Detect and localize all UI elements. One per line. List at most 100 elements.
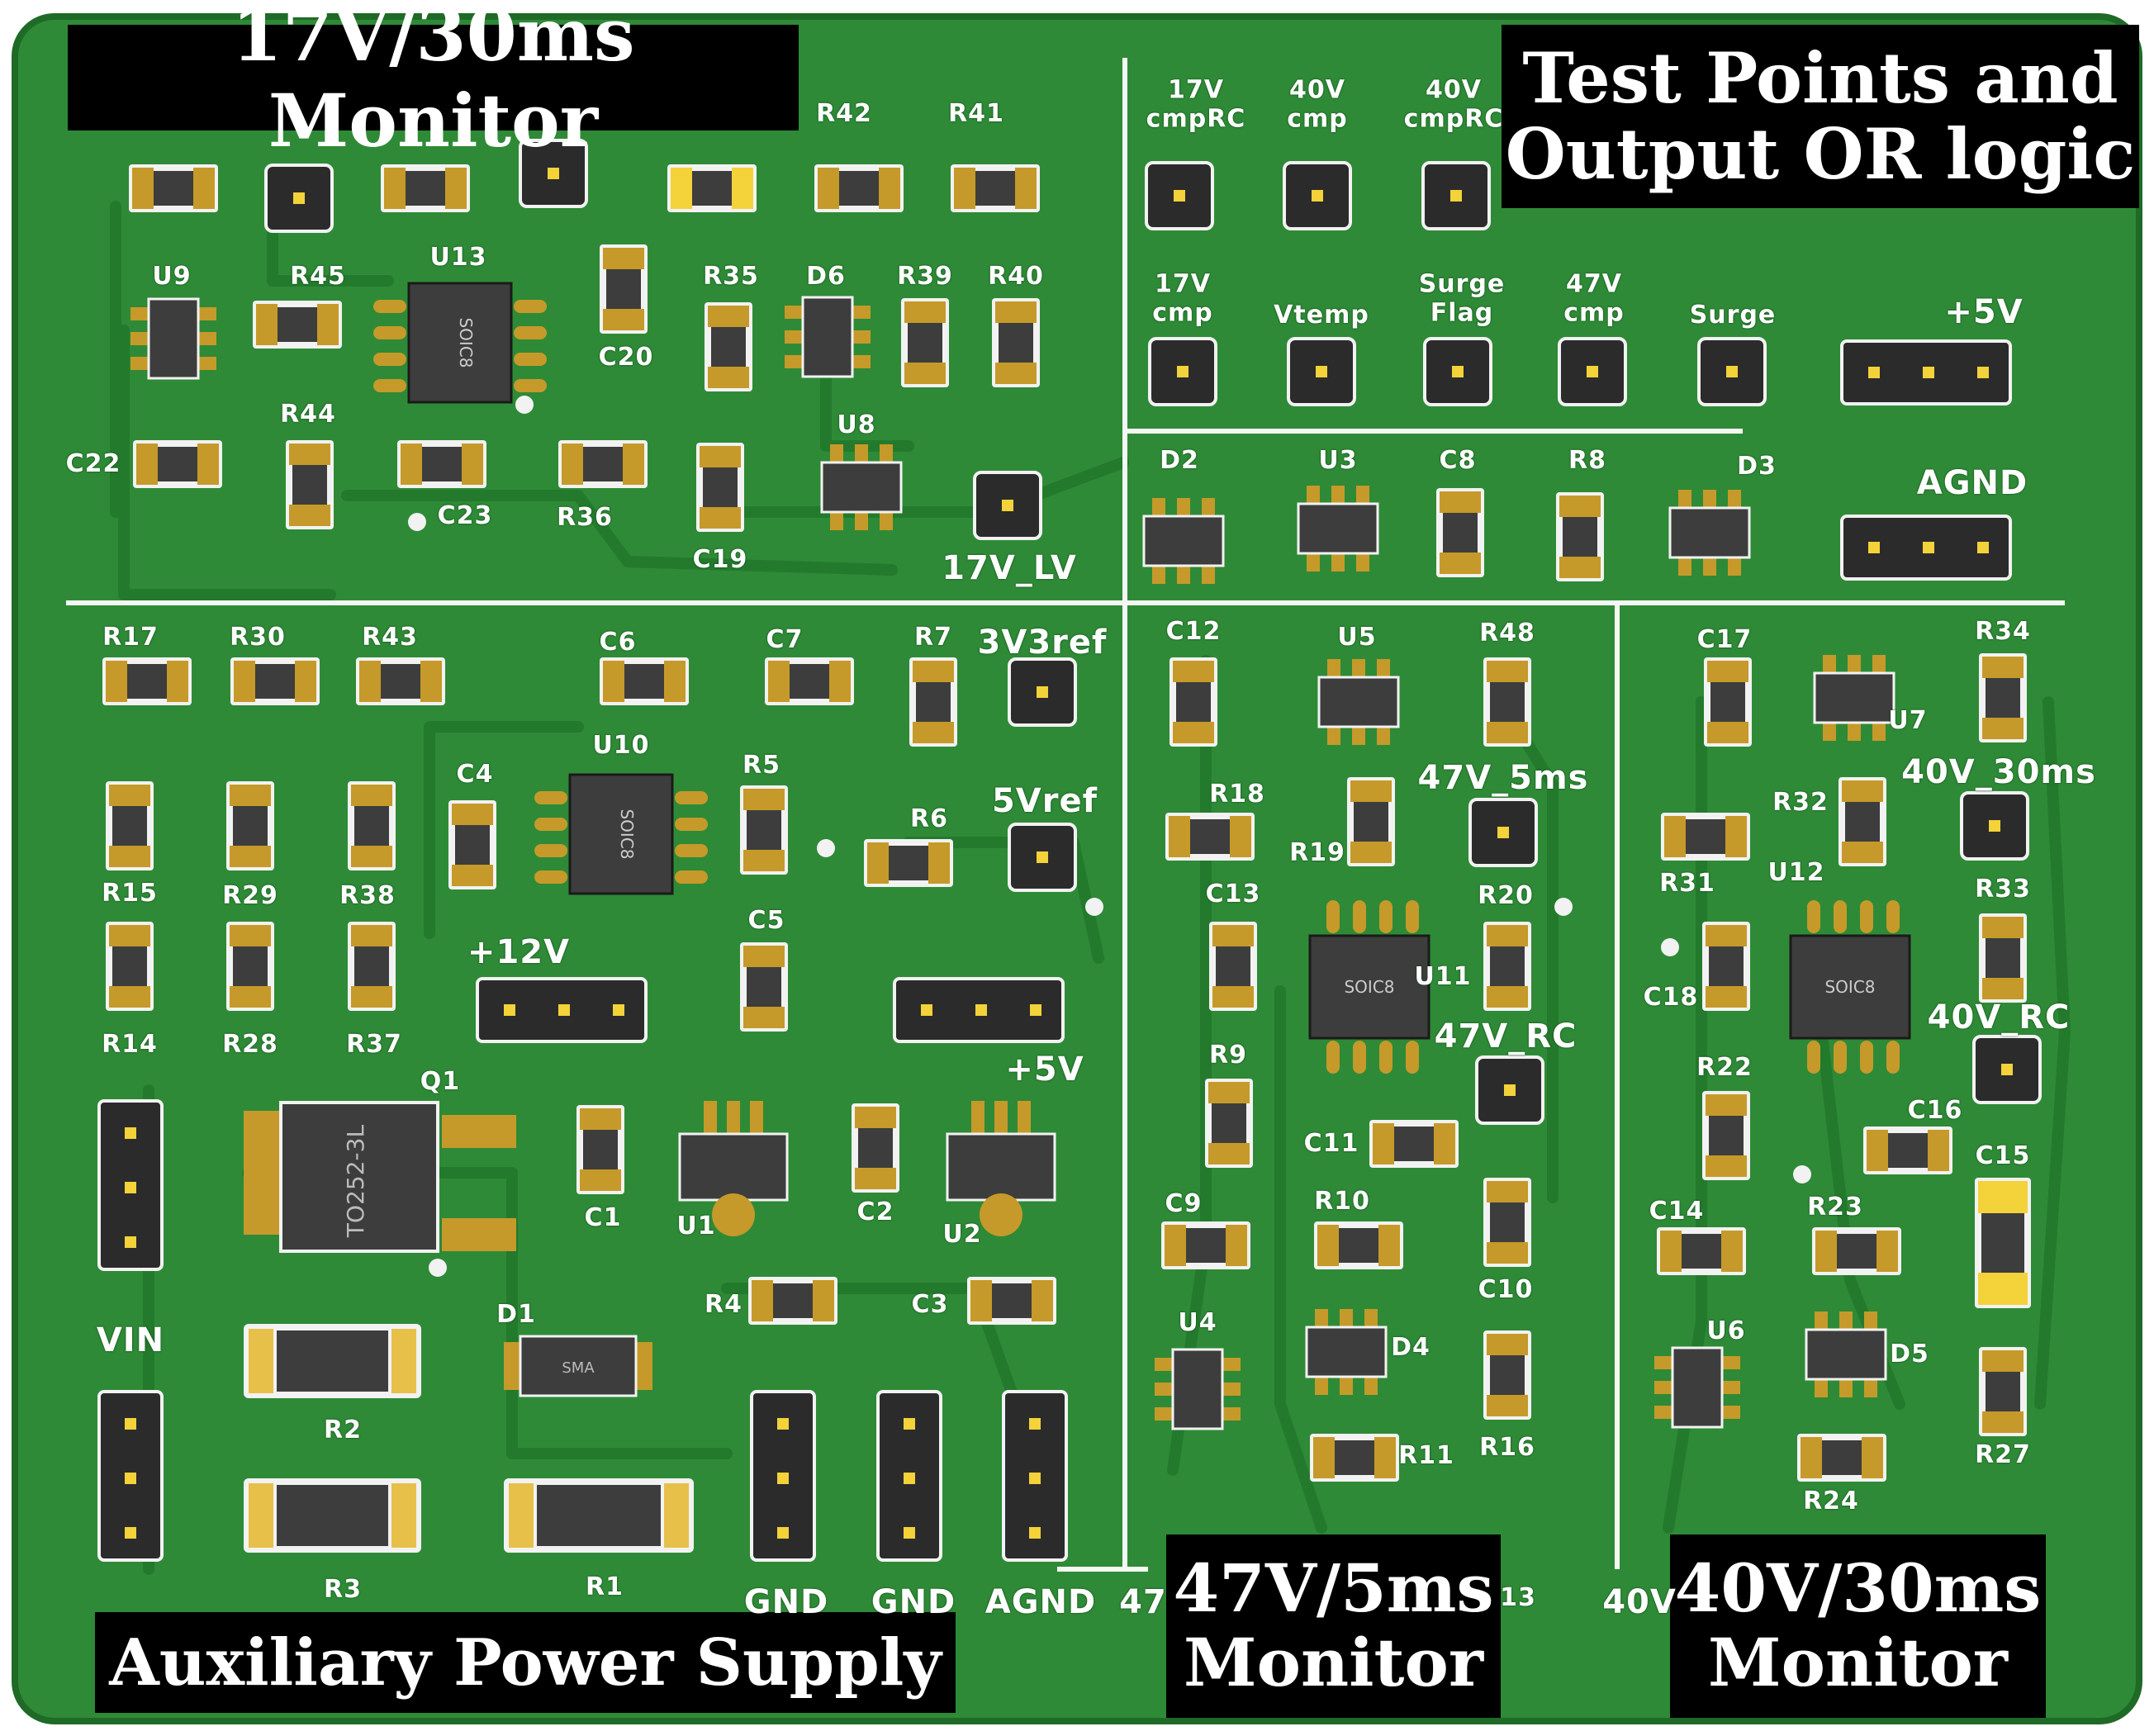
comp-c4-pad-bottom (452, 865, 493, 886)
comp-u5 (1317, 659, 1400, 745)
header-agnd-2-pin-1 (1029, 1418, 1041, 1430)
ref-r41: R41 (948, 98, 1004, 128)
comp-c-yellow-top (667, 164, 757, 212)
comp-r-top-1-pad-right (193, 168, 215, 209)
comp-r-top-1 (129, 164, 218, 212)
comp-r14-body (112, 946, 147, 986)
comp-c1-pad-top (580, 1108, 621, 1130)
comp-r35 (705, 302, 752, 391)
tp-label-surge: Surge (1689, 300, 1777, 330)
comp-c19-body (703, 467, 738, 507)
comp-d3 (1668, 490, 1751, 576)
comp-u1-tab (712, 1193, 755, 1236)
header-vin-bottom (97, 1390, 164, 1562)
testpoint-top-1 (264, 164, 334, 233)
comp-r9 (1205, 1079, 1253, 1168)
comp-r24-pad-right (1862, 1437, 1883, 1478)
comp-r24 (1797, 1434, 1886, 1482)
comp-r22-pad-bottom (1706, 1155, 1747, 1177)
header-5v-aux-pin-2 (975, 1004, 987, 1016)
comp-r2-pad-right (391, 1329, 416, 1393)
comp-r36-pad-right (623, 443, 644, 485)
comp-r35-body (711, 327, 746, 367)
comp-c6-pad-left (603, 661, 624, 702)
comp-d3-pin-t1 (1703, 490, 1716, 510)
ref-r42: R42 (816, 98, 872, 128)
comp-c22-pad-right (197, 443, 219, 485)
testpoint-40v-rc (1972, 1035, 2042, 1104)
tp-label-gnd-2: GND (871, 1583, 956, 1621)
comp-r5-pad-top (743, 789, 785, 810)
comp-r7-pad-top (913, 661, 954, 682)
comp-d5-pin-t2 (1864, 1311, 1877, 1331)
ref-r35: R35 (703, 261, 759, 291)
comp-u2 (946, 1101, 1056, 1236)
comp-c23-body (422, 447, 462, 481)
header-vin-top (97, 1099, 164, 1271)
comp-c3-pad-left (970, 1280, 992, 1321)
comp-r27-pad-top (1982, 1350, 2024, 1372)
comp-r20-pad-top (1487, 925, 1528, 946)
ref-r11: R11 (1398, 1440, 1454, 1470)
comp-u7-body (1813, 671, 1895, 724)
comp-q1-marking: TO252-3L (342, 1125, 369, 1239)
comp-r4-pad-right (813, 1280, 834, 1321)
comp-r6-pad-left (867, 842, 889, 884)
tp-label-gnd-1: GND (743, 1583, 829, 1621)
comp-r42 (814, 164, 904, 212)
comp-u12-pin-b1 (1834, 1041, 1847, 1074)
comp-r-top-1-pad-left (132, 168, 154, 209)
testpoint-area-2-pin (1312, 190, 1323, 202)
comp-c6 (600, 657, 689, 705)
pcb-trace-17 (341, 490, 898, 576)
via-8 (515, 396, 534, 414)
testpoint-area-6 (1423, 337, 1492, 406)
ref-r16: R16 (1479, 1432, 1535, 1462)
comp-c18 (1702, 922, 1750, 1011)
tp-label-5v-aux: +5V (1005, 1051, 1084, 1089)
comp-d2-pin-b0 (1152, 564, 1165, 584)
comp-r19 (1347, 777, 1395, 866)
testpoint-17v-lv (973, 471, 1042, 540)
comp-u10-pin-l1 (534, 818, 567, 831)
comp-u6-body (1671, 1346, 1724, 1429)
comp-r23-pad-left (1815, 1231, 1837, 1272)
testpoint-area-3 (1421, 161, 1491, 230)
comp-c7-body (790, 664, 829, 699)
comp-r5 (740, 785, 788, 875)
comp-r28-pad-top (230, 925, 271, 946)
comp-u9-pin-r1 (197, 332, 216, 345)
comp-u13-pin-r2 (514, 353, 547, 366)
comp-r36 (558, 440, 648, 488)
header-agnd-2-pin-2 (1029, 1473, 1041, 1484)
ref-u7: U7 (1888, 705, 1928, 735)
ref-r20: R20 (1478, 880, 1534, 910)
comp-u11: SOIC8 (1308, 900, 1430, 1074)
via-3 (1085, 898, 1103, 916)
comp-r32 (1838, 777, 1886, 866)
comp-u8-pin-t0 (830, 444, 843, 464)
header-12v-pin-1 (504, 1004, 515, 1016)
comp-r44 (286, 440, 334, 529)
comp-u6-pin-r2 (1720, 1406, 1740, 1419)
ref-c5: C5 (747, 905, 785, 935)
comp-d6-pin-r2 (851, 355, 871, 368)
comp-c12 (1170, 657, 1217, 747)
comp-u2-tab (980, 1193, 1022, 1236)
comp-u6-pin-l1 (1654, 1381, 1674, 1394)
tp-label-surge-flag: Surge Flag (1418, 269, 1506, 327)
section-title-40v-monitor: 40V/30ms Monitor (1670, 1534, 2046, 1718)
comp-r6-body (889, 846, 928, 880)
ref-u13: U13 (429, 242, 487, 272)
comp-u5-pin-b2 (1377, 725, 1390, 745)
comp-c10-body (1490, 1202, 1525, 1242)
ref-c20: C20 (598, 342, 654, 372)
testpoint-top-2 (519, 139, 588, 208)
ref-c12: C12 (1165, 616, 1222, 646)
comp-c4-pad-top (452, 804, 493, 825)
ref-d3: D3 (1737, 451, 1777, 481)
comp-r-top-2-body (406, 171, 445, 206)
comp-r23-body (1837, 1234, 1876, 1269)
comp-u2-pin-2 (1018, 1101, 1031, 1134)
ref-r10: R10 (1314, 1186, 1370, 1216)
